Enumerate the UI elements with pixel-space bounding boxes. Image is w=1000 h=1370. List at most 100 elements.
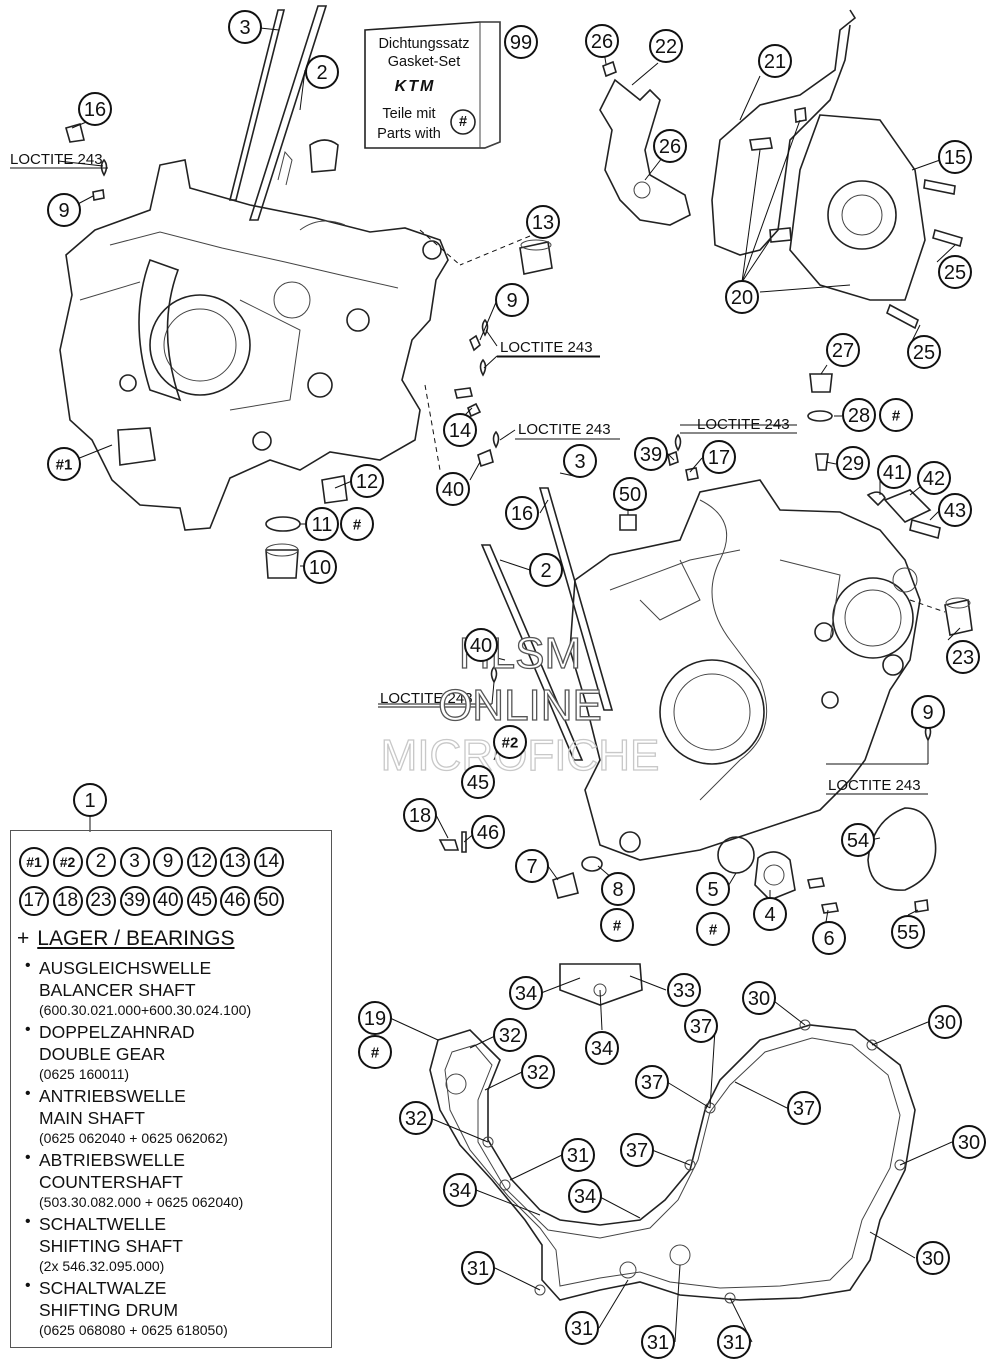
loctite-label: LOCTITE 243 — [518, 421, 611, 438]
svg-text:25: 25 — [913, 342, 935, 364]
svg-text:9: 9 — [922, 702, 933, 724]
svg-text:30: 30 — [922, 1248, 944, 1270]
svg-text:16: 16 — [84, 99, 106, 121]
svg-text:19: 19 — [364, 1008, 386, 1030]
loctite-label: LOCTITE 243 — [380, 690, 473, 707]
gasket-set-en: Gasket-Set — [387, 54, 461, 70]
svg-text:11: 11 — [312, 514, 333, 536]
kit-badge: #1 — [19, 847, 49, 877]
right-studs — [480, 487, 614, 761]
bearing-part-numbers: (2x 546.32.095.000) — [39, 1258, 165, 1274]
callout-ref: # — [600, 908, 634, 942]
bearing-name-de: AUSGLEICHSWELLE — [39, 958, 212, 978]
loctite-label: LOCTITE 243 — [828, 777, 921, 794]
svg-text:28: 28 — [848, 405, 870, 427]
svg-text:20: 20 — [731, 287, 753, 309]
callout-11: 11 — [305, 507, 339, 541]
kit-badge: 2 — [86, 847, 116, 877]
callout-ref: # — [340, 507, 374, 541]
kit-badge: #2 — [52, 847, 83, 877]
left-crankcase-half — [59, 139, 449, 531]
callout-14: 14 — [443, 413, 477, 447]
callout-41: 41 — [877, 455, 911, 489]
kit-badge: 39 — [119, 886, 150, 916]
kit-badge: 12 — [186, 847, 217, 877]
gasket-set-label: Dichtungssatz Gasket-Set KTM Teile mit P… — [365, 22, 483, 146]
svg-text:32: 32 — [405, 1108, 427, 1130]
svg-text:34: 34 — [574, 1186, 596, 1208]
svg-text:9: 9 — [506, 290, 517, 312]
svg-text:8: 8 — [612, 879, 623, 901]
svg-text:34: 34 — [449, 1180, 471, 1202]
callout-31: 31 — [565, 1311, 599, 1345]
right-small-parts — [438, 373, 941, 914]
callout-13: 13 — [526, 205, 560, 239]
bearing-name-de: ABTRIEBSWELLE — [39, 1150, 185, 1170]
callout-54: 54 — [841, 823, 875, 857]
left-studs — [228, 5, 328, 221]
svg-text:50: 50 — [619, 484, 641, 506]
svg-text:16: 16 — [511, 503, 533, 525]
callout-1: 1 — [73, 783, 107, 817]
gasket-set-parts-de: Teile mit — [382, 106, 436, 122]
callout-ref: # — [358, 1035, 392, 1069]
callout-39: 39 — [634, 437, 668, 471]
svg-text:2: 2 — [540, 560, 551, 582]
svg-text:37: 37 — [690, 1016, 712, 1038]
svg-text:25: 25 — [944, 262, 966, 284]
gasket-set-de: Dichtungssatz — [378, 36, 470, 52]
ktm-logo: KTM — [394, 78, 436, 95]
callout-22: 22 — [649, 29, 683, 63]
callout-37: 37 — [787, 1091, 821, 1125]
svg-text:#: # — [613, 918, 622, 935]
svg-text:31: 31 — [723, 1332, 745, 1354]
callout-ref2: #2 — [493, 725, 527, 759]
callout-7: 7 — [515, 849, 549, 883]
svg-text:32: 32 — [527, 1062, 549, 1084]
callout-37: 37 — [684, 1009, 718, 1043]
callout-3: 3 — [563, 444, 597, 478]
svg-text:13: 13 — [532, 212, 554, 234]
callout-34: 34 — [585, 1031, 619, 1065]
callout-17: 17 — [702, 440, 736, 474]
right-crankcase-half — [569, 479, 973, 861]
svg-text:29: 29 — [842, 453, 864, 475]
callout-21: 21 — [758, 44, 792, 78]
svg-text:14: 14 — [449, 420, 471, 442]
callout-30: 30 — [916, 1241, 950, 1275]
bearing-name-en: SHIFTING DRUM — [39, 1300, 179, 1320]
loctite-label: LOCTITE 243 — [500, 339, 593, 356]
callout-19: 19 — [358, 1001, 392, 1035]
bearing-part-numbers: (503.30.082.000 + 0625 062040) — [39, 1194, 244, 1210]
svg-text:7: 7 — [526, 856, 537, 878]
kit-badge: 50 — [253, 886, 284, 916]
svg-text:9: 9 — [58, 200, 69, 222]
callout-40: 40 — [436, 472, 470, 506]
kit-badge: 9 — [153, 847, 183, 877]
callout-20: 20 — [725, 280, 759, 314]
svg-text:22: 22 — [655, 36, 677, 58]
svg-text:39: 39 — [640, 444, 662, 466]
callout-45: 45 — [461, 765, 495, 799]
bearing-name-en: MAIN SHAFT — [39, 1108, 145, 1128]
svg-text:42: 42 — [923, 468, 945, 490]
callout-31: 31 — [717, 1325, 751, 1359]
svg-text:31: 31 — [567, 1145, 589, 1167]
svg-text:23: 23 — [952, 647, 974, 669]
svg-text:26: 26 — [591, 31, 613, 53]
callout-5: 5 — [696, 872, 730, 906]
callout-ref: # — [879, 398, 913, 432]
svg-text:37: 37 — [793, 1098, 815, 1120]
svg-text:40: 40 — [470, 635, 492, 657]
bearing-part-numbers: (0625 160011) — [39, 1066, 130, 1082]
svg-text:30: 30 — [958, 1132, 980, 1154]
bearing-name-de: SCHALTWELLE — [39, 1214, 167, 1234]
callout-55: 55 — [891, 915, 925, 949]
bearings-title: +LAGER / BEARINGS — [17, 927, 235, 950]
gasket-set-parts-en: Parts with — [377, 126, 441, 142]
bearing-name-en: DOUBLE GEAR — [39, 1044, 166, 1064]
callout-9: 9 — [47, 193, 81, 227]
